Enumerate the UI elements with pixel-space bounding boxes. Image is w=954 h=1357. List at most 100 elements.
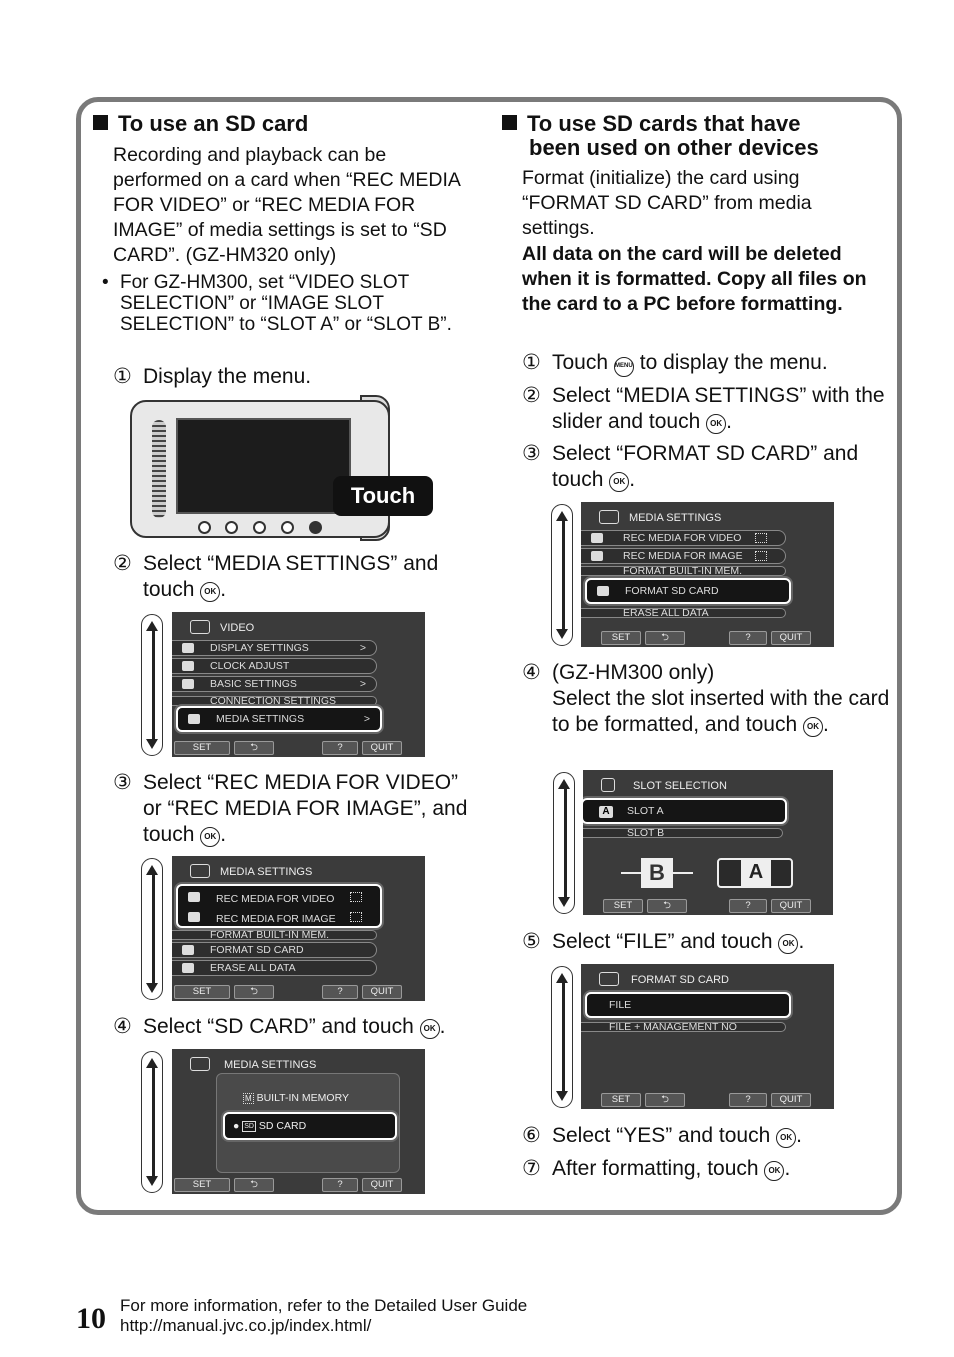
left-step-2: ② Select “MEDIA SETTINGS” and touch OK. — [113, 552, 439, 602]
file-management-row[interactable]: FILE + MANAGEMENT NO — [581, 1022, 786, 1032]
camcorder-illustration: Touch — [130, 395, 435, 545]
slider-control[interactable] — [141, 614, 163, 756]
left-intro: Recording and playback can be performed … — [113, 144, 460, 266]
quit-button[interactable]: QUIT — [362, 985, 402, 999]
arrow-up-icon[interactable] — [558, 779, 570, 789]
speaker-grille — [152, 420, 166, 518]
back-button[interactable]: ⮌ — [645, 631, 685, 645]
menu-row[interactable]: ERASE ALL DATA — [581, 608, 786, 618]
camcorder-body — [130, 400, 390, 538]
footer-link[interactable]: http://manual.jvc.co.jp/index.html/ — [120, 1316, 372, 1335]
left-bullet: For GZ-HM300, set “VIDEO SLOT SELECTION”… — [100, 272, 470, 335]
camera-icon — [591, 551, 603, 561]
arrow-up-icon[interactable] — [146, 621, 158, 631]
back-button[interactable]: ⮌ — [234, 1178, 274, 1192]
option-sd-card-selected[interactable]: ● SD SD CARD — [223, 1112, 397, 1140]
quit-button[interactable]: QUIT — [771, 1093, 811, 1107]
help-button[interactable]: ? — [322, 1178, 358, 1192]
slot-a-card-icon: A — [717, 858, 793, 888]
media-icon — [190, 1057, 210, 1071]
help-button[interactable]: ? — [322, 741, 358, 755]
erase-icon — [182, 963, 194, 973]
slot-b-row[interactable]: SLOT B — [583, 828, 783, 838]
menu-row[interactable]: CLOCK ADJUST — [172, 658, 377, 674]
menu-row[interactable]: FORMAT BUILT-IN MEM. — [581, 566, 786, 576]
slot-icon — [601, 778, 615, 792]
camera-button[interactable] — [225, 521, 238, 534]
set-button[interactable]: SET — [601, 1093, 641, 1107]
menu-row-selected[interactable]: MEDIA SETTINGS> — [176, 706, 382, 732]
ok-icon: OK — [803, 717, 824, 737]
menu-row[interactable]: ERASE ALL DATA — [172, 960, 377, 976]
video-icon — [188, 892, 200, 902]
set-button[interactable]: SET — [603, 899, 643, 913]
slider-control[interactable] — [553, 772, 575, 914]
ok-icon: OK — [776, 1128, 797, 1148]
slider-control[interactable] — [141, 858, 163, 1000]
menu-button[interactable] — [309, 521, 322, 534]
file-row-selected[interactable]: FILE — [585, 992, 791, 1018]
media-icon — [599, 972, 619, 986]
arrow-up-icon[interactable] — [556, 973, 568, 983]
arrow-up-icon[interactable] — [146, 1058, 158, 1068]
screen-media-settings-b: MEDIA SETTINGS REC MEDIA FOR VIDEO REC M… — [581, 502, 834, 647]
quit-button[interactable]: QUIT — [771, 631, 811, 645]
arrow-down-icon[interactable] — [558, 897, 570, 907]
arrow-down-icon[interactable] — [556, 1091, 568, 1101]
set-button[interactable]: SET — [174, 741, 230, 755]
menu-row[interactable]: REC MEDIA FOR IMAGE — [581, 548, 786, 564]
sd-icon — [182, 945, 194, 955]
arrow-down-icon[interactable] — [146, 1176, 158, 1186]
page-number: 10 — [76, 1302, 106, 1335]
arrow-up-icon[interactable] — [146, 865, 158, 875]
display-icon — [182, 643, 194, 653]
menu-row[interactable]: REC MEDIA FOR VIDEO — [581, 530, 786, 546]
arrow-down-icon[interactable] — [556, 629, 568, 639]
camera-button[interactable] — [253, 521, 266, 534]
ok-icon: OK — [200, 582, 221, 602]
menu-row[interactable]: DISPLAY SETTINGS> — [172, 640, 377, 656]
menu-row[interactable]: BASIC SETTINGS> — [172, 676, 377, 692]
back-button[interactable]: ⮌ — [234, 741, 274, 755]
camera-button[interactable] — [281, 521, 294, 534]
menu-row-selected[interactable]: REC MEDIA FOR VIDEO REC MEDIA FOR IMAGE — [176, 884, 382, 928]
menu-row[interactable]: FORMAT BUILT-IN MEM. — [172, 930, 377, 940]
set-button[interactable]: SET — [174, 1178, 230, 1192]
camera-button[interactable] — [198, 521, 211, 534]
media-icon — [599, 510, 619, 524]
touch-callout: Touch — [333, 476, 433, 516]
tools-icon — [182, 679, 194, 689]
back-button[interactable]: ⮌ — [647, 899, 687, 913]
set-button[interactable]: SET — [601, 631, 641, 645]
slot-b-card-icon: B — [621, 858, 693, 888]
slider-control[interactable] — [551, 966, 573, 1108]
arrow-up-icon[interactable] — [556, 511, 568, 521]
media-popup: M BUILT-IN MEMORY ● SD SD CARD — [216, 1073, 400, 1173]
quit-button[interactable]: QUIT — [362, 741, 402, 755]
back-button[interactable]: ⮌ — [645, 1093, 685, 1107]
slider-control[interactable] — [141, 1051, 163, 1193]
help-button[interactable]: ? — [729, 631, 767, 645]
square-bullet-icon — [502, 115, 517, 130]
help-button[interactable]: ? — [729, 899, 767, 913]
help-button[interactable]: ? — [322, 985, 358, 999]
option-built-in-memory[interactable]: M BUILT-IN MEMORY — [243, 1092, 349, 1104]
help-button[interactable]: ? — [729, 1093, 767, 1107]
menu-row-selected[interactable]: FORMAT SD CARD — [585, 578, 791, 604]
menu-row[interactable]: FORMAT SD CARD — [172, 942, 377, 958]
slider-control[interactable] — [551, 504, 573, 646]
screen-video-menu: VIDEO DISPLAY SETTINGS> CLOCK ADJUST BAS… — [172, 612, 425, 757]
right-step-2: ② Select “MEDIA SETTINGS” with the slide… — [522, 384, 885, 434]
menu-row[interactable]: CONNECTION SETTINGS — [172, 696, 377, 706]
quit-button[interactable]: QUIT — [362, 1178, 402, 1192]
set-button[interactable]: SET — [174, 985, 230, 999]
right-step-7: ⑦ After formatting, touch OK. — [522, 1157, 791, 1181]
back-button[interactable]: ⮌ — [234, 985, 274, 999]
quit-button[interactable]: QUIT — [771, 899, 811, 913]
right-step-5: ⑤ Select “FILE” and touch OK. — [522, 930, 805, 954]
arrow-down-icon[interactable] — [146, 983, 158, 993]
screen-media-select: MEDIA SETTINGS M BUILT-IN MEMORY ● SD SD… — [172, 1049, 425, 1194]
arrow-down-icon[interactable] — [146, 739, 158, 749]
